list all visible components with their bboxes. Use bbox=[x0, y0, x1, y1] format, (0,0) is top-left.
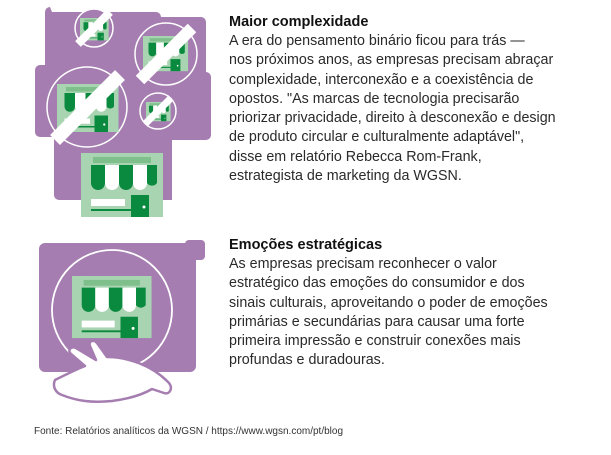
body-line: estratégico das emoções do consumidor e … bbox=[229, 275, 525, 292]
complexity-illustration bbox=[35, 7, 211, 217]
body-line: A era do pensamento binário ficou para t… bbox=[229, 33, 525, 49]
body-line: sinais culturais, aproveitando o poder d… bbox=[229, 294, 548, 311]
section-emotions: Emoções estratégicas As empresas precisa… bbox=[229, 236, 548, 371]
source-footer: Fonte: Relatórios analíticos da WGSN / h… bbox=[34, 426, 344, 437]
store-icon bbox=[81, 153, 163, 217]
crossed-store-icon bbox=[134, 22, 198, 86]
body-line: disse em relatório Rebecca Rom-Frank, bbox=[229, 148, 482, 165]
store-icon bbox=[72, 276, 152, 339]
section-title: Maior complexidade bbox=[229, 14, 369, 30]
body-line: complexidade, interconexão e a coexistên… bbox=[229, 71, 534, 88]
section-title: Emoções estratégicas bbox=[229, 237, 383, 253]
body-line: primeira impressão e construir conexões … bbox=[229, 333, 521, 350]
section-complexity: Maior complexidade A era do pensamento b… bbox=[229, 13, 556, 186]
illustrations bbox=[35, 7, 211, 403]
body-line: estrategista de marketing da WGSN. bbox=[229, 168, 462, 185]
body-line: As empresas precisam reconhecer o valor bbox=[229, 256, 497, 272]
body-line: priorizar privacidade, direito à descone… bbox=[229, 110, 556, 127]
crossed-store-icon bbox=[139, 92, 177, 130]
body-line: nos próximos anos, as empresas precisam … bbox=[229, 52, 554, 69]
body-line: primárias e secundárias para causar uma … bbox=[229, 313, 525, 330]
crossed-store-icon bbox=[74, 8, 114, 48]
body-line: de produto circular e culturalmente adap… bbox=[229, 129, 525, 146]
emotions-illustration bbox=[39, 240, 205, 403]
body-line: profundas e duradouras. bbox=[229, 352, 385, 369]
hand-icon bbox=[52, 339, 173, 403]
body-line: opostos. "As marcas de tecnologia precis… bbox=[229, 90, 520, 107]
crossed-store-icon bbox=[46, 66, 128, 148]
